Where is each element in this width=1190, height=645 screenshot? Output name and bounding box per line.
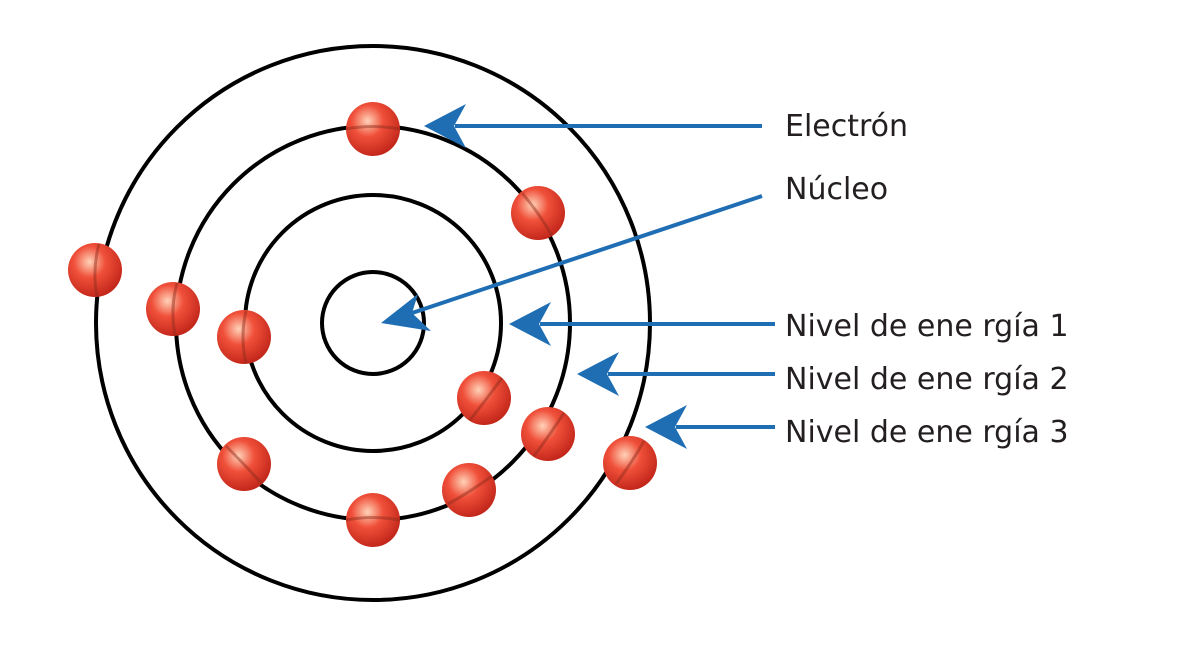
- electron: [217, 437, 271, 491]
- nucleus-pointer-arrow: [411, 194, 763, 315]
- electron: [146, 282, 200, 336]
- nucleus-label: Núcleo: [785, 172, 888, 207]
- electrons-group: [68, 102, 657, 547]
- nucleus-pointer-arrowhead: [381, 294, 431, 331]
- electron: [345, 493, 401, 547]
- electron-label: Electrón: [785, 109, 908, 144]
- electron: [345, 102, 401, 156]
- energy-level-1-label: Nivel de ene rgía 1: [785, 309, 1069, 344]
- electron: [68, 243, 122, 297]
- electron-pointer-arrowhead: [424, 104, 466, 148]
- level-3-pointer-arrowhead: [645, 405, 687, 449]
- electron: [217, 310, 271, 364]
- electron: [511, 186, 565, 240]
- energy-level-2-label: Nivel de ene rgía 2: [785, 362, 1069, 397]
- electron: [603, 436, 657, 490]
- electron: [457, 371, 511, 425]
- energy-level-3-label: Nivel de ene rgía 3: [785, 415, 1069, 450]
- level-2-pointer-arrowhead: [577, 352, 619, 396]
- electron: [442, 463, 496, 517]
- nucleus-circle: [320, 270, 426, 376]
- electron: [521, 407, 575, 461]
- level-1-pointer-arrowhead: [509, 302, 551, 346]
